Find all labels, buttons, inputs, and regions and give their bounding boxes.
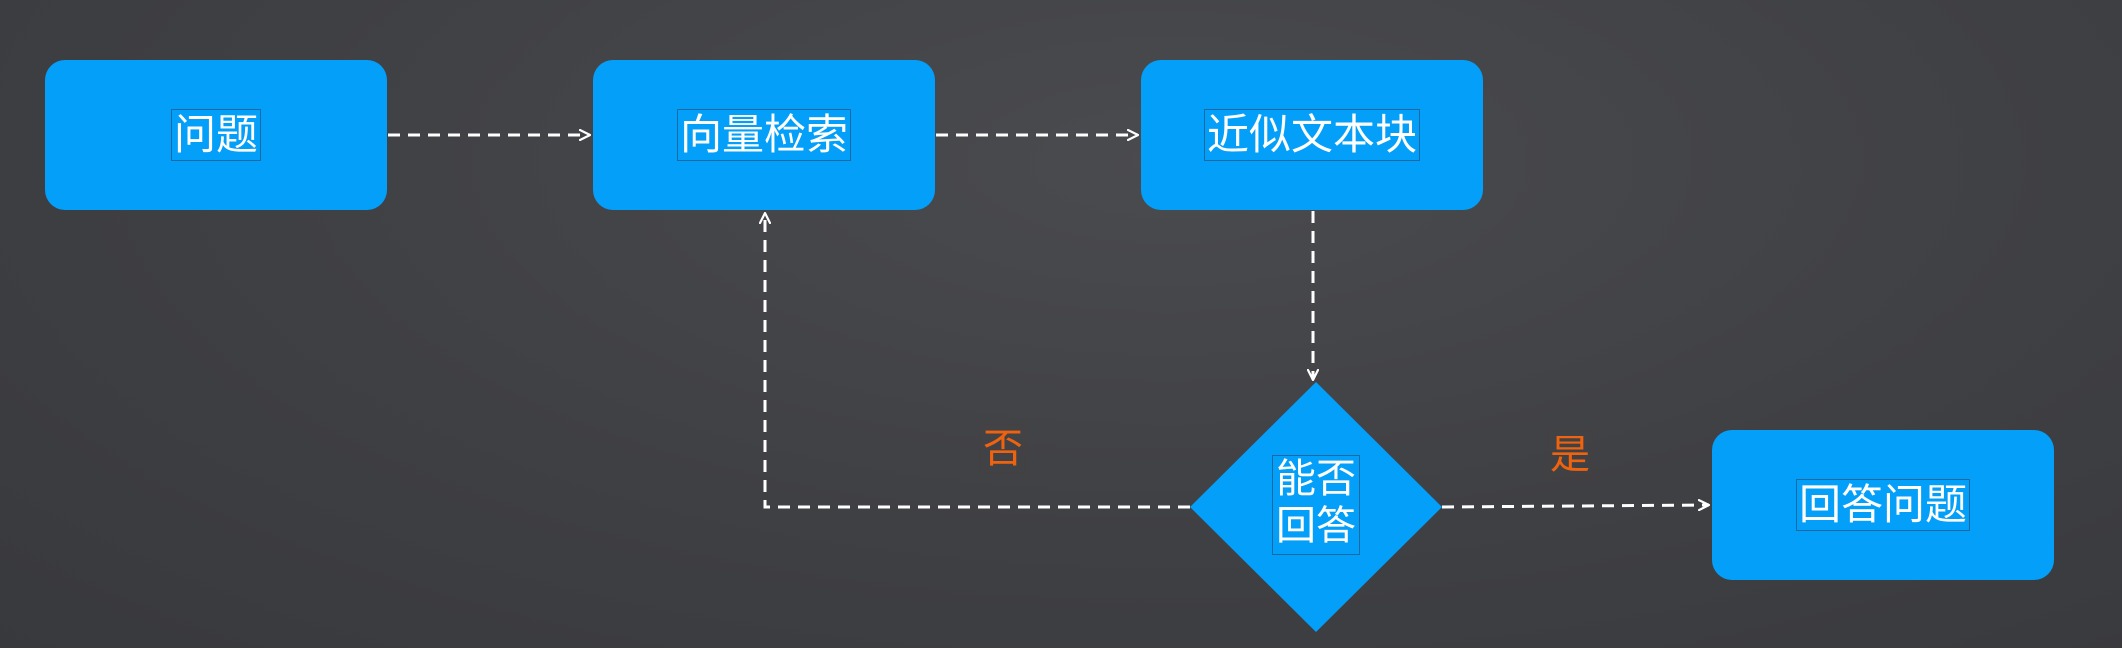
edge-decision-yes-to-answer <box>1441 505 1709 507</box>
node-vector-search: 向量检索 <box>593 60 935 210</box>
edge-decision-no-to-vector-search <box>765 213 1190 509</box>
edge-label-yes: 是 <box>1547 430 1593 480</box>
decision-label-line-1: 能否 <box>1276 456 1356 502</box>
node-vector-search-label: 向量检索 <box>676 109 851 161</box>
node-answer-label: 回答问题 <box>1795 479 1970 531</box>
decision-label-line-2: 回答 <box>1276 503 1356 549</box>
node-similar-chunks: 近似文本块 <box>1141 60 1483 210</box>
decision-diamond <box>1190 382 1442 632</box>
node-answer: 回答问题 <box>1712 430 2054 580</box>
node-question: 问题 <box>45 60 387 210</box>
node-question-label: 问题 <box>170 109 261 161</box>
edge-label-no: 否 <box>980 424 1026 474</box>
decision-label: 能否 回答 <box>1272 455 1360 555</box>
node-similar-chunks-label: 近似文本块 <box>1203 109 1420 161</box>
